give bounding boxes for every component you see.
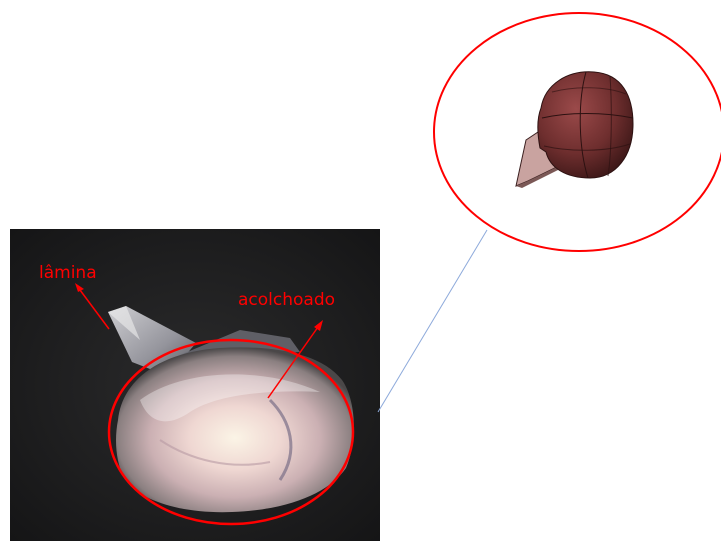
connector-line	[378, 230, 487, 412]
photo-padding	[116, 347, 354, 512]
blade-label: lâmina	[39, 263, 97, 283]
padding-label: acolchoado	[238, 290, 335, 310]
model-3d	[516, 72, 633, 188]
